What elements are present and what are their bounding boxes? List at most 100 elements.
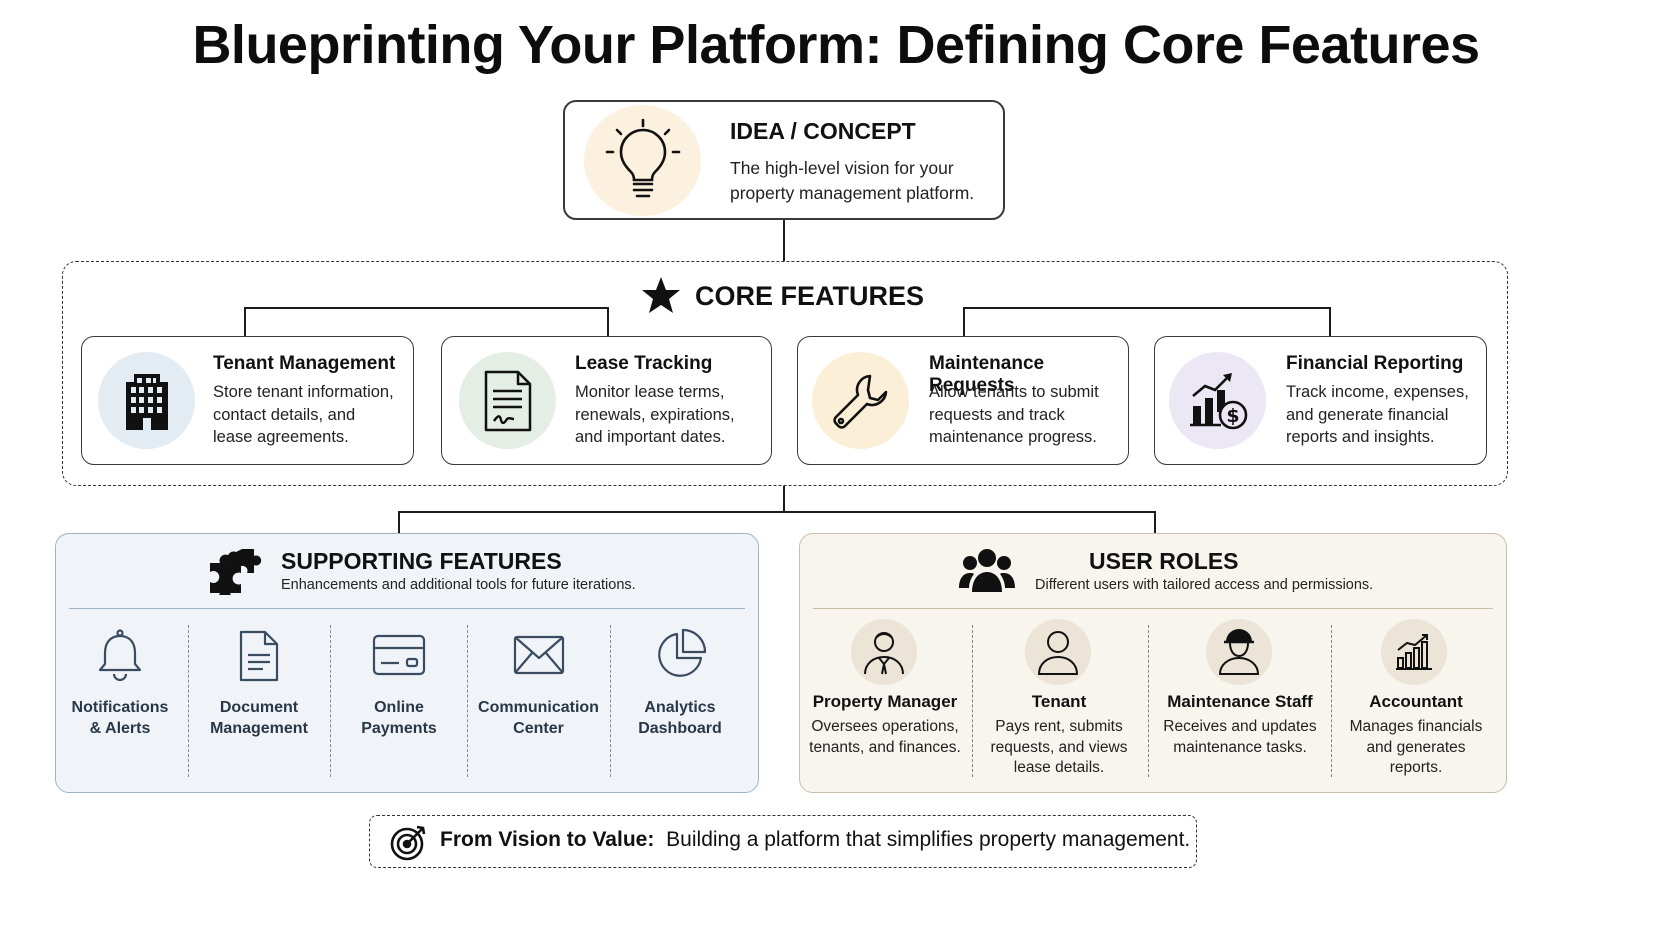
divider bbox=[69, 608, 745, 609]
connector-line bbox=[783, 220, 785, 261]
users-group-icon bbox=[959, 549, 1015, 592]
connector-line bbox=[398, 511, 400, 534]
finance-chart-icon: $ bbox=[1189, 372, 1247, 429]
feature-card-maintenance-requests: Maintenance Requests Allow tenants to su… bbox=[797, 336, 1129, 465]
star-icon bbox=[642, 277, 680, 313]
feature-description: Allow tenants to submit requests and tra… bbox=[929, 381, 1099, 449]
column-divider bbox=[972, 625, 973, 777]
page-title: Blueprinting Your Platform: Defining Cor… bbox=[192, 15, 1480, 75]
feature-description-line: Track income, expenses, bbox=[1286, 383, 1469, 401]
lightbulb-icon bbox=[605, 118, 680, 197]
file-icon bbox=[239, 630, 279, 682]
role-description: Receives and updates maintenance tasks. bbox=[1156, 717, 1324, 758]
feature-icon-circle bbox=[812, 352, 909, 449]
feature-icon-circle: $ bbox=[1169, 352, 1266, 449]
supporting-item-label: Management bbox=[210, 720, 308, 737]
feature-description-line: Allow tenants to submit bbox=[929, 383, 1099, 401]
tenant-avatar-icon bbox=[1037, 631, 1079, 675]
supporting-item-label: Notifications bbox=[71, 699, 169, 716]
user-roles-heading: USER ROLES bbox=[1089, 548, 1239, 574]
feature-title: Tenant Management bbox=[213, 353, 396, 374]
supporting-item-label: Payments bbox=[361, 720, 437, 737]
role-description: Oversees operations, tenants, and financ… bbox=[805, 717, 965, 758]
supporting-features-heading: SUPPORTING FEATURES bbox=[281, 548, 562, 574]
role-description-line: Pays rent, submits bbox=[995, 718, 1123, 735]
connector-line bbox=[1329, 307, 1331, 336]
feature-description: Store tenant information, contact detail… bbox=[213, 381, 394, 449]
divider bbox=[813, 608, 1493, 609]
supporting-item-label: Communication bbox=[478, 699, 599, 716]
bell-icon bbox=[98, 629, 142, 682]
role-description-line: maintenance tasks. bbox=[1173, 738, 1307, 756]
feature-description-line: Store tenant information, bbox=[213, 383, 394, 401]
idea-heading: IDEA / CONCEPT bbox=[730, 118, 916, 144]
role-description-line: requests, and views bbox=[990, 738, 1128, 756]
column-divider bbox=[1331, 625, 1332, 777]
feature-icon-circle bbox=[98, 352, 195, 449]
core-features-container bbox=[62, 261, 1508, 486]
role-description-line: Oversees operations, bbox=[811, 718, 959, 735]
supporting-item-label: Online bbox=[374, 699, 424, 716]
supporting-features-subtitle: Enhancements and additional tools for fu… bbox=[281, 577, 636, 593]
role-description-line: reports. bbox=[1389, 759, 1443, 776]
feature-description-line: reports and insights. bbox=[1286, 428, 1435, 446]
connector-line bbox=[398, 511, 1156, 513]
user-roles-subtitle: Different users with tailored access and… bbox=[1035, 577, 1374, 593]
role-description-line: Receives and updates bbox=[1163, 718, 1317, 735]
idea-description-line: The high-level vision for your bbox=[730, 158, 954, 178]
idea-icon-circle bbox=[584, 105, 701, 216]
svg-text:$: $ bbox=[1226, 405, 1239, 427]
idea-card: IDEA / CONCEPT The high-level vision for… bbox=[563, 100, 1005, 220]
manager-avatar-icon bbox=[864, 632, 904, 675]
connector-line bbox=[244, 307, 609, 309]
footer-message: Building a platform that simplifies prop… bbox=[666, 828, 1191, 851]
role-name: Maintenance Staff bbox=[1167, 692, 1313, 711]
supporting-item-communication-center: Communication Center bbox=[474, 697, 603, 739]
idea-description-line: property management platform. bbox=[730, 183, 975, 203]
feature-description-line: and important dates. bbox=[575, 428, 726, 446]
feature-title: Financial Reporting bbox=[1286, 353, 1464, 374]
supporting-item-notifications: Notifications & Alerts bbox=[60, 697, 180, 739]
building-icon bbox=[125, 373, 168, 430]
role-name: Tenant bbox=[1031, 692, 1087, 711]
envelope-icon bbox=[513, 635, 565, 675]
feature-description-line: requests and track bbox=[929, 405, 1065, 424]
role-avatar-circle bbox=[851, 619, 917, 685]
footer-text: From Vision to Value: Building a platfor… bbox=[440, 828, 1190, 852]
feature-description-line: contact details, and bbox=[213, 405, 356, 424]
column-divider bbox=[1148, 625, 1149, 777]
feature-description: Monitor lease terms, renewals, expiratio… bbox=[575, 381, 735, 449]
supporting-item-label: Analytics bbox=[644, 699, 716, 716]
role-description-line: and generates bbox=[1366, 738, 1466, 756]
supporting-item-label: & Alerts bbox=[89, 720, 151, 737]
feature-description-line: maintenance progress. bbox=[929, 428, 1097, 446]
role-description: Manages financials and generates reports… bbox=[1339, 717, 1493, 779]
column-divider bbox=[330, 625, 331, 777]
pie-chart-icon bbox=[658, 628, 707, 677]
feature-title: Maintenance Requests bbox=[929, 353, 1045, 396]
connector-line bbox=[1154, 511, 1156, 534]
core-features-heading: CORE FEATURES bbox=[695, 281, 925, 311]
idea-description: The high-level vision for your property … bbox=[730, 156, 974, 206]
feature-title: Lease Tracking bbox=[575, 353, 713, 374]
connector-line bbox=[244, 307, 246, 336]
connector-line bbox=[963, 307, 1331, 309]
feature-description-line: lease agreements. bbox=[213, 428, 349, 446]
document-icon bbox=[484, 370, 531, 431]
feature-card-lease-tracking: Lease Tracking Monitor lease terms, rene… bbox=[441, 336, 772, 465]
connector-line bbox=[607, 307, 609, 336]
feature-description-line: Monitor lease terms, bbox=[575, 383, 725, 401]
column-divider bbox=[467, 625, 468, 777]
feature-description-line: renewals, expirations, bbox=[575, 405, 735, 424]
feature-card-financial-reporting: $ Financial Reporting Track income, expe… bbox=[1154, 336, 1487, 465]
footer-bold-label: From Vision to Value: bbox=[440, 828, 655, 851]
worker-avatar-icon bbox=[1218, 629, 1260, 675]
role-description-line: tenants, and finances. bbox=[809, 738, 961, 756]
target-icon bbox=[390, 825, 426, 861]
supporting-item-online-payments: Online Payments bbox=[338, 697, 460, 739]
role-description: Pays rent, submits requests, and views l… bbox=[980, 717, 1138, 779]
column-divider bbox=[188, 625, 189, 777]
feature-icon-circle bbox=[459, 352, 556, 449]
wrench-icon bbox=[832, 374, 887, 429]
credit-card-icon bbox=[372, 634, 426, 676]
